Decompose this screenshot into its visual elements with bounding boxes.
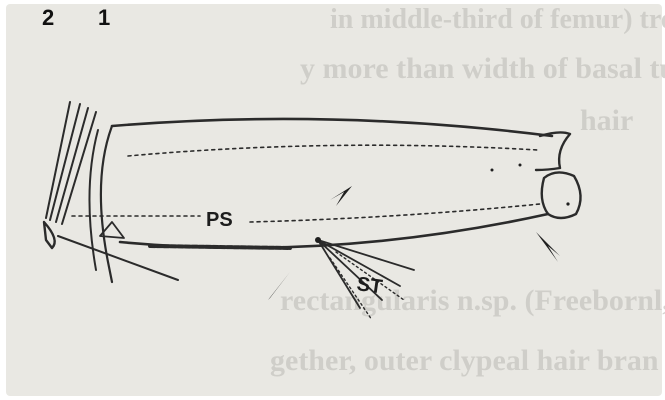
bleed-line-5: gether, outer clypeal hair bran <box>270 344 659 377</box>
st-origin <box>315 237 321 243</box>
bleed-line-3: hair <box>580 104 633 137</box>
bleed-line-1: in middle-third of femur) tro <box>330 4 665 35</box>
setae-row <box>150 246 290 248</box>
label-st: ST <box>355 273 383 298</box>
bleed-line-4: rectangularis n.sp. (Freebornl, p <box>280 284 665 317</box>
bleed-line-2: y more than width of basal tu <box>300 52 665 85</box>
label-ps: PS <box>206 209 233 231</box>
figure-number-2: 2 <box>42 5 54 30</box>
figure-number-1: 1 <box>98 5 110 30</box>
